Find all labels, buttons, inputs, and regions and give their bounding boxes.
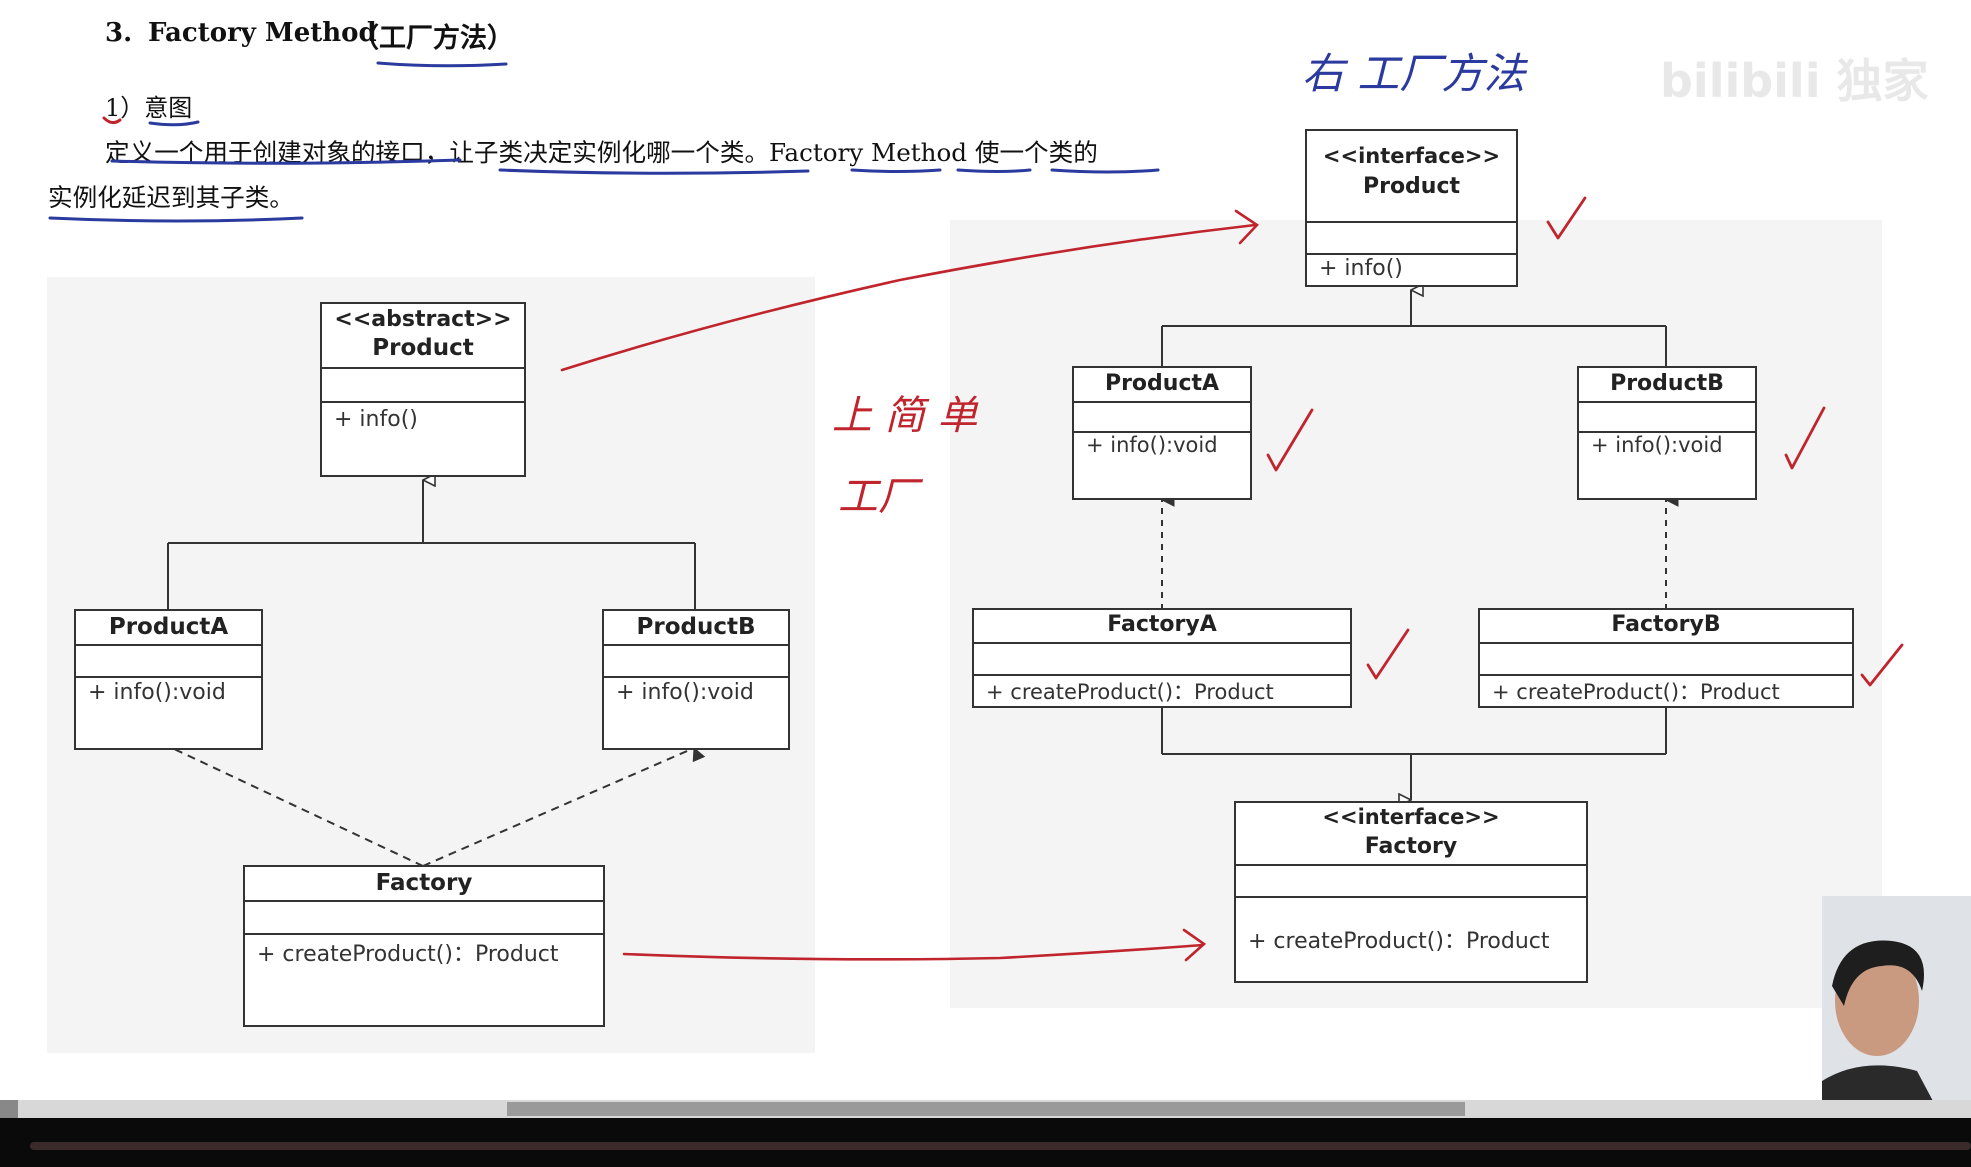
right-factory-interface: <<interface>> Factory + createProduct()：…: [1234, 801, 1588, 983]
class-name: FactoryA: [1107, 612, 1217, 637]
stereotype-label: <<interface>>: [1322, 805, 1500, 829]
class-name: Factory: [375, 870, 473, 896]
section-label: 1）意图: [105, 94, 193, 122]
heading-number: 3.: [105, 18, 133, 48]
method-label: + createProduct()：Product: [1492, 680, 1780, 704]
right-producta-class: ProductA + info():void: [1072, 366, 1252, 500]
left-productb-class: ProductB + info():void: [602, 609, 790, 750]
red-arrows: [560, 209, 1260, 962]
bilibili-watermark: bilibili 独家: [1660, 54, 1929, 108]
blue-underlines: [48, 61, 1160, 223]
left-factory-class: Factory + createProduct()：Product: [243, 865, 605, 1027]
scroll-left-arrow[interactable]: [0, 1100, 18, 1118]
left-inheritance-lines: [167, 480, 696, 610]
right-product-interface: <<interface>> Product + info(): [1305, 129, 1518, 287]
method-label: + createProduct()：Product: [986, 680, 1274, 704]
right-factoryb-class: FactoryB + createProduct()：Product: [1478, 608, 1854, 708]
class-name: ProductA: [108, 614, 229, 640]
class-name: ProductA: [1104, 371, 1220, 396]
right-factorya-class: FactoryA + createProduct()：Product: [972, 608, 1352, 708]
right-productb-class: ProductB + info():void: [1577, 366, 1757, 500]
method-label: + info(): [334, 407, 418, 432]
method-label: + createProduct()：Product: [257, 942, 559, 967]
red-underlines: [102, 116, 122, 125]
method-label: + info():void: [1591, 433, 1723, 457]
method-label: + info():void: [1086, 433, 1218, 457]
class-name: ProductB: [1610, 371, 1724, 396]
method-label: + info():void: [616, 680, 754, 705]
stereotype-label: <<interface>>: [1322, 144, 1501, 168]
check-marks: [1266, 196, 1904, 687]
progress-waveform[interactable]: [30, 1142, 1971, 1150]
intent-line-2: 实例化延迟到其子类。: [48, 183, 294, 212]
heading-title-cn: （工厂方法）: [352, 23, 514, 54]
heading-title: Factory Method: [148, 18, 377, 48]
method-label: + info(): [1319, 256, 1403, 281]
left-handwritten-note-1: 上 简 单: [832, 393, 978, 439]
method-label: + info():void: [88, 680, 226, 705]
class-name: Factory: [1364, 834, 1458, 859]
class-name: ProductB: [636, 614, 756, 640]
method-label: + createProduct()：Product: [1248, 929, 1550, 954]
left-dependency-lines: [172, 748, 694, 867]
horizontal-scrollbar[interactable]: [0, 1100, 1971, 1118]
presenter-image: [1822, 896, 1971, 1118]
scrollbar-thumb[interactable]: [507, 1102, 1465, 1116]
right-handwritten-note: 右 工厂方法: [1302, 49, 1526, 98]
left-producta-class: ProductA + info():void: [74, 609, 263, 750]
left-product-class: <<abstract>> Product + info(): [320, 302, 526, 477]
class-name: FactoryB: [1611, 612, 1721, 637]
webcam-preview: [1822, 896, 1971, 1118]
class-name: Product: [372, 335, 474, 361]
class-name: Product: [1362, 174, 1461, 199]
stereotype-label: <<abstract>>: [334, 307, 512, 332]
right-inheritance-lines: [1161, 290, 1667, 800]
left-handwritten-note-2: 工厂: [838, 474, 918, 520]
